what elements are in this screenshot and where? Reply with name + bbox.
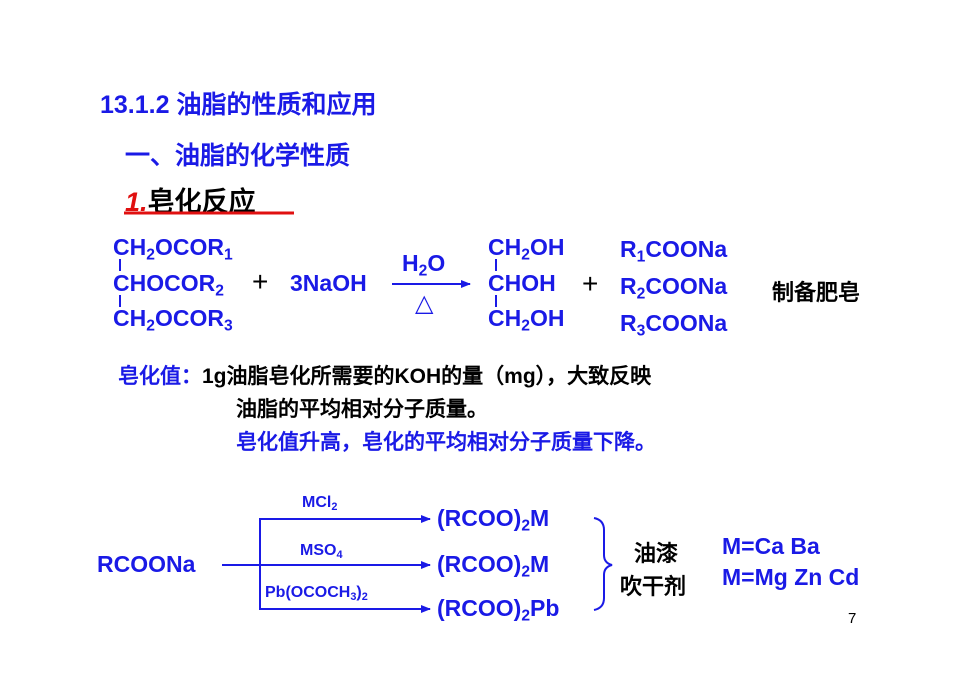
metals-line-1: M=Ca Ba <box>722 533 820 559</box>
saponification-definition: 皂化值：1g油脂皂化所需要的KOH的量（mg），大致反映 <box>118 360 651 390</box>
reaction2-arrow-bottom <box>259 565 431 613</box>
saponification-label: 皂化值： <box>118 365 202 388</box>
subsection-title: 一、油脂的化学性质 <box>125 142 351 170</box>
reaction2-arrow-top <box>259 515 431 565</box>
reagent-naoh: 3NaOH <box>290 270 367 296</box>
item-number: 1. <box>125 187 148 217</box>
reactant-line-3: CH2OCOR3 <box>113 305 233 335</box>
product-2: (RCOO)2M <box>437 551 550 581</box>
section-title: 13.1.2 油脂的性质和应用 <box>100 91 377 119</box>
condition-water: H2O <box>402 250 446 280</box>
brace <box>593 517 613 611</box>
saponification-text-cont: 油脂的平均相对分子质量。 <box>236 398 488 421</box>
use-drier: 吹干剂 <box>620 574 687 599</box>
reagent-mcl2: MCl2 <box>302 494 338 514</box>
condition-heat-icon: △ <box>415 290 434 317</box>
saponification-note: 皂化值升高，皂化的平均相对分子质量下降。 <box>236 431 656 454</box>
reactant-line-2: CHOCOR2 <box>113 270 224 300</box>
saponification-text: 1g油脂皂化所需要的KOH的量（mg），大致反映 <box>202 365 652 388</box>
product-3: (RCOO)2Pb <box>437 595 560 625</box>
plus-sign-2: + <box>582 268 599 299</box>
product-1: (RCOO)2M <box>437 505 550 535</box>
salt-line-2: R2COONa <box>620 273 728 303</box>
soap-note: 制备肥皂 <box>772 280 861 305</box>
reagent-lead-acetate: Pb(OCOCH3)2 <box>265 584 368 604</box>
salt-line-3: R3COONa <box>620 310 728 340</box>
use-paint: 油漆 <box>634 541 679 566</box>
reagent-mso4: MSO4 <box>300 542 343 562</box>
metals-line-2: M=Mg Zn Cd <box>722 564 860 590</box>
rcoona-reactant: RCOONa <box>97 551 196 577</box>
salt-line-1: R1COONa <box>620 236 728 266</box>
glycerol-line-2: CHOH <box>488 270 556 296</box>
glycerol-line-3: CH2OH <box>488 305 565 335</box>
reactant-line-1: CH2OCOR1 <box>113 234 233 264</box>
glycerol-line-1: CH2OH <box>488 234 565 264</box>
plus-sign-1: + <box>252 266 269 297</box>
page-number: 7 <box>848 610 857 627</box>
